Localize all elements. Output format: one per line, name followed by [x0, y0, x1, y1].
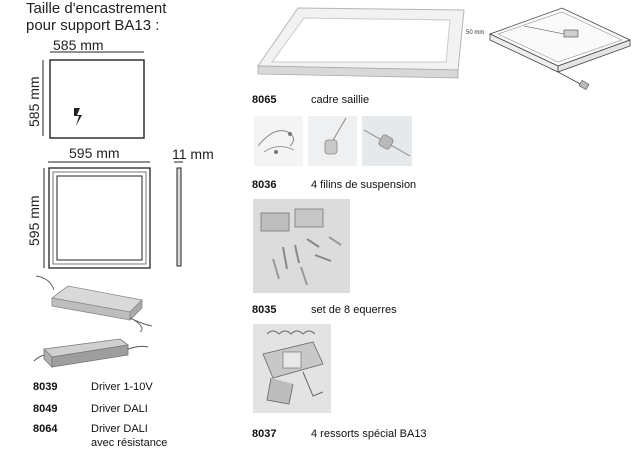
accessory-code-8037: 8037 [252, 428, 277, 440]
suspension-photo-1 [254, 116, 303, 166]
driver-photo-1 [35, 275, 153, 332]
panel-drawing [43, 161, 183, 269]
header-line-2: pour support BA13 : [26, 17, 160, 34]
header-line-1: Taille d'encastrement [26, 0, 167, 17]
driver-code-8049: 8049 [33, 403, 58, 415]
accessory-label-8065: cadre saillie [311, 94, 370, 106]
driver-label-8064-line2: avec résistance [91, 437, 168, 449]
surface-frame-drawing [488, 7, 632, 91]
driver-label-8064: Driver DALI [91, 423, 148, 435]
driver-label-8039: Driver 1-10V [91, 381, 153, 393]
driver-label-8049: Driver DALI [91, 403, 148, 415]
cutout-drawing [49, 51, 145, 139]
brackets-photo [253, 199, 350, 293]
accessory-label-8037: 4 ressorts spécial BA13 [311, 428, 427, 440]
driver-code-8039: 8039 [33, 381, 58, 393]
surface-frame-photo [257, 7, 465, 79]
panel-depth-label: 11 mm [172, 146, 214, 162]
panel-height-label: 595 mm [26, 195, 42, 246]
suspension-photo-2 [308, 116, 357, 166]
cutout-width-label: 585 mm [53, 37, 104, 53]
spring-photo [253, 324, 331, 413]
accessory-code-8035: 8035 [252, 304, 277, 316]
accessory-code-8065: 8065 [252, 94, 277, 106]
panel-width-label: 595 mm [69, 145, 120, 161]
driver-code-8064: 8064 [33, 423, 58, 435]
suspension-photo-3 [362, 116, 412, 166]
driver-photo-2 [33, 338, 149, 368]
frame-drawing-dimension: 50 mm [466, 30, 485, 36]
accessory-label-8036: 4 filins de suspension [311, 179, 417, 191]
cutout-height-tick [42, 60, 44, 136]
accessory-code-8036: 8036 [252, 179, 277, 191]
accessory-label-8035: set de 8 equerres [311, 304, 397, 316]
